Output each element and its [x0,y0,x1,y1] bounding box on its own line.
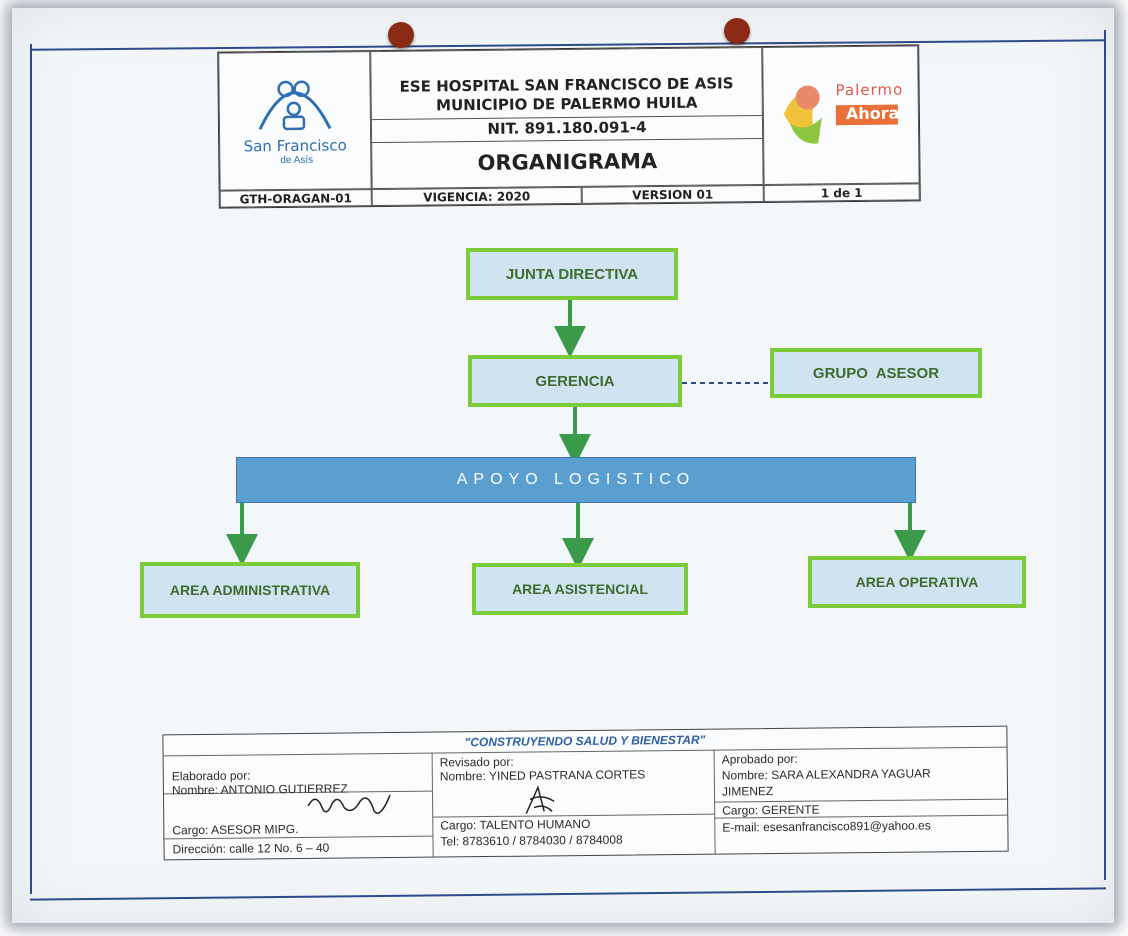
push-pin-left [388,22,414,48]
aprobado-cargo: Cargo: GERENTE [722,802,820,818]
push-pin-right [724,18,750,44]
logo-cell-right: Palermo Ahora [762,45,920,185]
footer-table: "CONSTRUYENDO SALUD Y BIENESTAR" Elabora… [162,725,1009,861]
gerencia-label: GERENCIA [535,372,615,390]
aprobado-nombre-cont: JIMENEZ [721,784,774,799]
email: E-mail: esesanfrancisco891@yahoo.es [722,818,931,835]
aprobado-nombre: Nombre: SARA ALEXANDRA YAGUAR [721,766,931,783]
signature-revisado [525,785,555,814]
signature-elaborado [307,794,391,814]
direccion: Dirección: calle 12 No. 6 – 40 [172,840,330,857]
revisado-cargo: Cargo: TALENTO HUMANO [440,816,591,833]
apoyo-logistico-bar: APOYO LOGISTICO [236,457,916,503]
frame-left-line [30,44,32,894]
area-operativa-label: AREA OPERATIVA [855,574,979,590]
aprobado-label: Aprobado por: [721,751,798,767]
logo-cell-left: San Francisco de Asís [218,51,372,191]
area-asistencial-label: AREA ASISTENCIAL [512,581,648,597]
footer-motto: "CONSTRUYENDO SALUD Y BIENESTAR" [464,732,706,750]
revisado-nombre: Nombre: YINED PASTRANA CORTES [439,767,646,784]
frame-right-line [1104,30,1106,880]
apoyo-logistico-label: APOYO LOGISTICO [456,471,696,488]
elaborado-cargo: Cargo: ASESOR MIPG. [172,822,299,838]
grupo-asesor-box: GRUPO ASESOR [770,348,982,398]
hospital-logo-icon [258,80,332,131]
gerencia-box: GERENCIA [468,355,682,407]
elaborado-label: Elaborado por: [171,768,251,784]
area-asistencial-box: AREA ASISTENCIAL [472,563,688,615]
area-administrativa-box: AREA ADMINISTRATIVA [140,562,360,618]
header-table: San Francisco de Asís ESE HOSPITAL SAN F… [217,44,921,209]
junta-directiva-label: JUNTA DIRECTIVA [505,265,639,283]
revisado-label: Revisado por: [439,754,514,770]
area-administrativa-label: AREA ADMINISTRATIVA [169,582,331,598]
telefono: Tel: 8783610 / 8784030 / 8784008 [440,832,623,849]
grupo-asesor-label: GRUPO ASESOR [812,364,940,382]
junta-directiva-box: JUNTA DIRECTIVA [466,248,678,300]
area-operativa-box: AREA OPERATIVA [808,556,1026,608]
palermo-logo-icon [783,85,898,144]
